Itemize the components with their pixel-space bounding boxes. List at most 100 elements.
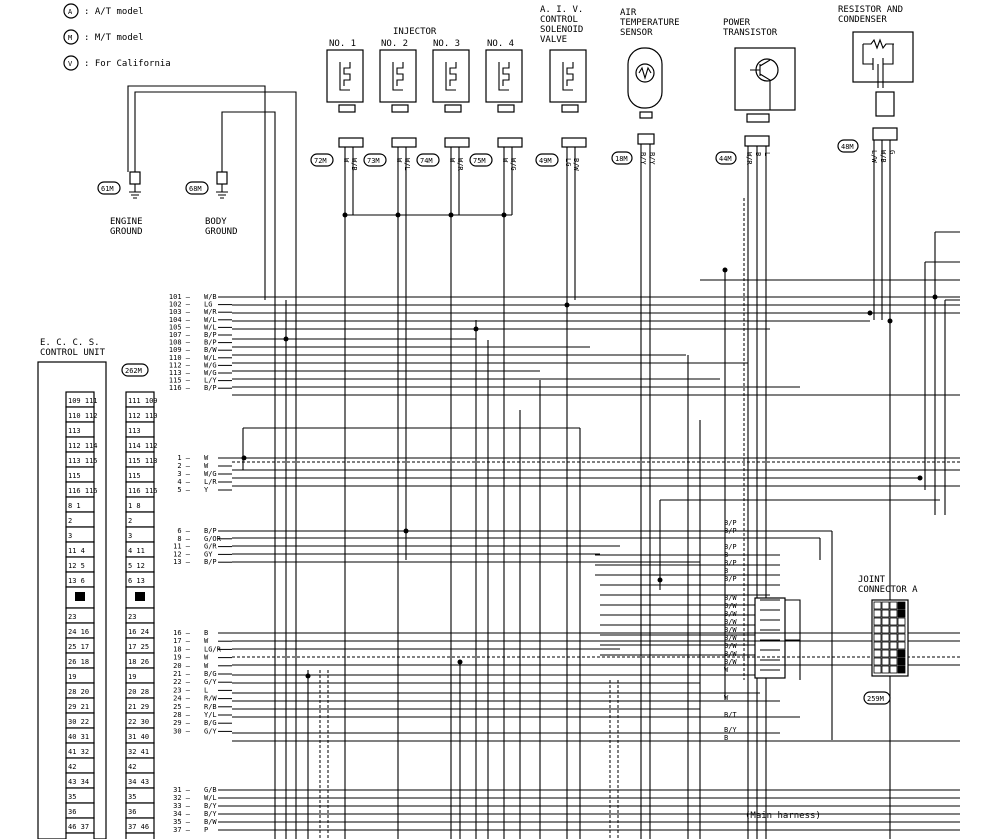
body-ground: 68M BODY GROUND [185,171,238,237]
wires [127,85,960,839]
pin-wire-color: G/Y [204,727,217,735]
aiv-title-1: A. I. V. [540,5,583,15]
pin-number: 3 — [177,470,190,478]
pin-number: 37 — [173,826,191,834]
pin-wire-color: W/L [204,354,217,362]
right-wire-label: B/W [724,602,737,610]
wire-label: W/R [456,158,464,171]
resistor-condenser [852,31,914,141]
pin-wire-color: B/P [204,558,217,566]
eccs-pin-cell [65,832,95,839]
eccs-pin-text: 5 12 [128,562,145,570]
eccs-pin-text: 25 17 [68,643,89,651]
eccs-pin-text: 23 [68,613,76,621]
eccs-pin-text: 18 26 [128,658,149,666]
eccs-pin-text: 36 [128,808,136,816]
pin-number: 110 — [169,354,191,362]
right-wire-label: B [724,551,728,559]
legend-text-m: : M/T model [84,33,144,43]
resistor-title-1: RESISTOR AND [838,5,903,15]
pin-number: 5 — [177,486,190,494]
eccs-pin-text: 6 13 [128,577,145,585]
pin-wire-color: W/L [204,323,217,331]
right-wire-label: B/W [724,642,737,650]
pin-number: 102 — [169,301,191,309]
injector-no2: NO. 2 [381,39,408,49]
injector-wire-labels: W W/B W W/L W W/R W W/G LG B/W B/Y B/Y W… [342,150,896,171]
pin-wire-color: W/G [204,361,217,369]
pin-wire-color: W/L [204,316,217,324]
wire-label: W/B [879,150,887,163]
connector-262m: 262M [125,367,142,375]
wire-label: W [395,158,403,163]
pin-wire-color: W [204,662,209,670]
pin-number: 33 — [173,802,191,810]
pin-wire-color: L/R [204,478,217,486]
pin-number: 8 — [177,535,190,543]
engine-ground: 61M ENGINE GROUND [97,171,143,237]
aiv-title-3: SOLENOID [540,25,583,35]
eccs-pin-text: 116 116 [128,487,158,495]
wire-label: G [888,150,896,154]
eccs-pin-text: 112 114 [68,442,98,450]
pin-wire-color: W [204,454,209,462]
eccs-pin-text: 46 37 [68,823,89,831]
eccs-pin-text: 115 [68,472,81,480]
pin-wire-color: B/P [204,527,217,535]
pin-wire-color: B/W [204,346,217,354]
pin-number: 25 — [173,703,191,711]
pin-number: 109 — [169,346,191,354]
eccs-pin-text: 116 116 [68,487,98,495]
injector-title: INJECTOR [393,27,437,37]
wire-label: W/R [745,152,753,165]
pin-wire-color: B/Y [204,810,217,818]
right-wire-label: B/P [724,527,737,535]
eccs-pin-text: 24 16 [68,628,89,636]
legend-symbol-m: M [68,34,72,42]
right-wire-label: B/W [724,658,737,666]
wire-label: B [754,152,762,156]
joint-connector-a: JOINT CONNECTOR A 259M [858,575,918,705]
pin-wire-color: B/W [204,818,217,826]
pin-number: 12 — [173,550,191,558]
wire-label: W/G [509,158,517,171]
eccs-pin-text: 3 [128,532,132,540]
connector-49m: 49M [539,157,552,165]
eccs-pin-text: 34 43 [128,778,149,786]
pin-number: 107 — [169,331,191,339]
eccs-pin-text: 29 21 [68,703,89,711]
eccs-pin-text: 22 30 [128,718,149,726]
eccs-pin-text: 20 28 [128,688,149,696]
pin-wire-color: G/Y [204,678,217,686]
engine-ground-label-2: GROUND [110,227,143,237]
eccs-pin-text: 35 [68,793,76,801]
connector-75m: 75M [473,157,486,165]
pin-number: 34 — [173,810,191,818]
pin-wire-color: G/OR [204,535,222,543]
eccs-pin-text: 109 111 [68,397,98,405]
air-temp-title-3: SENSOR [620,28,653,38]
wire-label: W [342,158,350,163]
right-wire-label: B/P [724,543,737,551]
pin-number: 29 — [173,719,191,727]
eccs-pin-text: 2 [68,517,72,525]
right-wire-label: B/T [724,711,737,719]
connector-18m: 18M [615,155,628,163]
right-wire-label: B/W [724,610,737,618]
right-wire-label: W [724,694,729,702]
eccs-pin-text: 17 25 [128,643,149,651]
eccs-pin-text: 112 110 [128,412,158,420]
pin-number: 11 — [173,543,191,551]
eccs-pin-text: 4 11 [128,547,145,555]
eccs-pin-text: 26 18 [68,658,89,666]
pin-number: 21 — [173,670,191,678]
wire-label: W/B [350,158,358,171]
pin-number: 115 — [169,377,191,385]
wire-label: B/Y [639,152,647,165]
eccs-pin-text: 110 112 [68,412,98,420]
eccs-pin-text: 19 [68,673,76,681]
pin-wire-color: Y/L [204,711,217,719]
right-wire-label: B/Y [724,726,737,734]
pin-number: 35 — [173,818,191,826]
